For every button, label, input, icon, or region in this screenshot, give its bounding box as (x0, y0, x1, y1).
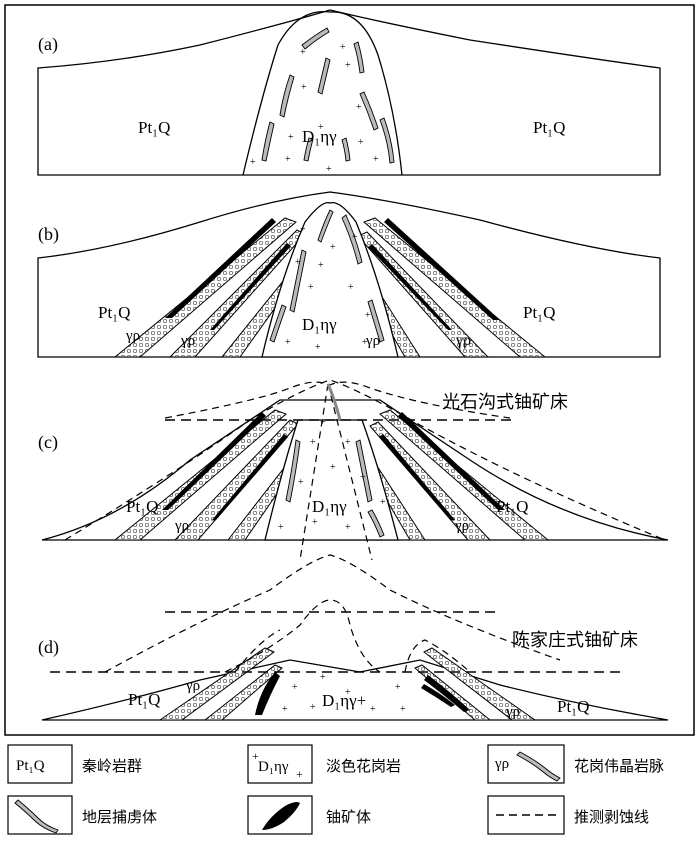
deposit-label-d: 陈家庄式铀矿床 (512, 630, 638, 651)
panel-b-pegmatite-label: γρ (180, 333, 195, 349)
panel-b-right-unit: Pt₁Q (523, 303, 555, 322)
svg-text:+: + (345, 60, 351, 71)
panel-b-left-unit: Pt₁Q (98, 303, 130, 322)
svg-text:+: + (330, 242, 336, 253)
svg-text:+: + (310, 437, 316, 448)
panel-c-left-unit: Pt₁Q (126, 497, 158, 516)
panel-b-intrusion: D₁ηγ (302, 315, 337, 334)
svg-text:+: + (298, 477, 304, 488)
svg-text:+: + (282, 704, 288, 715)
deposit-label-c: 光石沟式铀矿床 (442, 392, 568, 413)
legend-symbol: γρ (494, 756, 509, 772)
svg-text:+: + (318, 122, 324, 133)
svg-text:+: + (315, 342, 321, 353)
panel-b: +++ +++ +++ ++ (b) Pt₁Q Pt₁Q D₁ηγ γρ γρ … (37, 191, 661, 358)
panel-d-pegmatite-label: γρ (185, 678, 200, 694)
svg-text:+: + (295, 257, 301, 268)
xenolith-icon (14, 799, 59, 834)
panel-b-pegmatite-label: γρ (365, 333, 380, 349)
svg-text:+: + (320, 672, 326, 683)
svg-text:+: + (352, 232, 358, 243)
panel-b-pegmatite-label: γρ (125, 328, 140, 344)
svg-text:+: + (326, 164, 332, 175)
panel-b-pegmatite-label: γρ (455, 332, 471, 349)
ore-body-icon (262, 802, 300, 830)
panel-d-left-unit: Pt₁Q (128, 690, 160, 709)
legend-item-qinling-group: Pt₁Q 秦岭岩群 (7, 744, 142, 784)
svg-text:+: + (300, 224, 306, 235)
legend-item-uranium-ore: 铀矿体 (247, 795, 371, 835)
svg-text:+: + (395, 682, 401, 693)
svg-text:+: + (380, 497, 386, 508)
svg-text:+: + (345, 522, 351, 533)
panel-a-label: (a) (38, 34, 58, 55)
legend-symbol: D₁ηγ (258, 759, 289, 775)
panel-a-right-unit: Pt₁Q (533, 118, 565, 137)
svg-text:+: + (296, 767, 303, 781)
panel-d-right-unit: Pt₁Q (557, 697, 589, 716)
uranium-ore-b-left (165, 218, 276, 318)
panel-d-label: (d) (38, 637, 59, 658)
legend-text: 地层捕虏体 (82, 808, 157, 826)
svg-text:+: + (250, 157, 256, 168)
panel-b-label: (b) (38, 224, 59, 245)
intrusion-outline-a (242, 10, 403, 176)
svg-text:+: + (345, 687, 351, 698)
panel-c-intrusion: D₁ηγ (312, 497, 347, 516)
svg-text:+: + (310, 702, 316, 713)
panel-c: + + + + + + + + + + (c) Pt₁Q Pt₁Q D₁ηγ γρ γρ 光… (38, 379, 669, 561)
svg-text:+: + (312, 517, 318, 528)
legend-text: 铀矿体 (326, 808, 371, 826)
svg-text:+: + (318, 260, 324, 271)
legend-text: 淡色花岗岩 (326, 757, 401, 775)
svg-text:+: + (345, 437, 351, 448)
panel-a-intrusion: D₁ηγ (302, 127, 337, 146)
svg-text:+: + (356, 102, 362, 113)
legend-item-granite: + + D₁ηγ 淡色花岗岩 (247, 744, 401, 784)
svg-text:+: + (285, 337, 291, 348)
panel-c-pegmatite-label: γρ (174, 518, 189, 534)
svg-text:+: + (348, 282, 354, 293)
panel-d-intrusion: D₁ηγ+ (322, 691, 366, 710)
svg-text:+: + (360, 472, 366, 483)
legend-item-xenolith: 地层捕虏体 (7, 795, 157, 835)
svg-text:+: + (370, 704, 376, 715)
panel-c-right-unit: Pt₁Q (496, 497, 528, 516)
panel-d: + + + + + + + + (d) Pt₁Q Pt₁Q D₁ηγ+ γρ γρ 陈家庄… (38, 554, 669, 721)
panel-a: + + + + + + + + + + + + (a) Pt₁Q Pt₁Q D₁ηγ (37, 9, 661, 176)
svg-text:+: + (301, 82, 307, 93)
svg-text:+: + (308, 282, 314, 293)
panel-c-label: (c) (38, 432, 58, 453)
svg-text:+: + (278, 522, 284, 533)
granite-plus-signs-a: + + + + + + + + + + + + (250, 42, 379, 175)
legend-symbol: Pt₁Q (16, 758, 45, 774)
uranium-ore-b-right (384, 218, 500, 320)
svg-text:+: + (358, 137, 364, 148)
xenolith-group-a (261, 27, 395, 164)
legend-item-pegmatite: γρ 花岗伟晶岩脉 (487, 744, 664, 784)
panel-d-pegmatite-label: γρ (505, 704, 520, 720)
legend-text: 秦岭岩群 (82, 757, 142, 775)
svg-text:+: + (300, 47, 306, 58)
svg-text:+: + (373, 154, 379, 165)
svg-text:+: + (320, 417, 326, 428)
legend-item-erosion-line: 推测剥蚀线 (487, 795, 649, 835)
svg-text:+: + (362, 337, 368, 348)
svg-text:+: + (330, 462, 336, 473)
figure-frame (4, 4, 695, 736)
legend-text: 推测剥蚀线 (574, 808, 649, 826)
panel-a-left-unit: Pt₁Q (138, 118, 170, 137)
legend: Pt₁Q 秦岭岩群 + + D₁ηγ 淡色花岗岩 γρ 花岗伟晶岩脉 地层捕虏体… (7, 744, 664, 835)
panel-c-pegmatite-label: γρ (454, 518, 469, 534)
legend-text: 花岗伟晶岩脉 (574, 757, 664, 775)
svg-text:+: + (288, 132, 294, 143)
svg-text:+: + (400, 704, 406, 715)
svg-text:+: + (365, 310, 371, 321)
svg-text:+: + (292, 682, 298, 693)
svg-text:+: + (340, 42, 346, 53)
svg-text:+: + (285, 154, 291, 165)
svg-text:+: + (252, 749, 259, 763)
